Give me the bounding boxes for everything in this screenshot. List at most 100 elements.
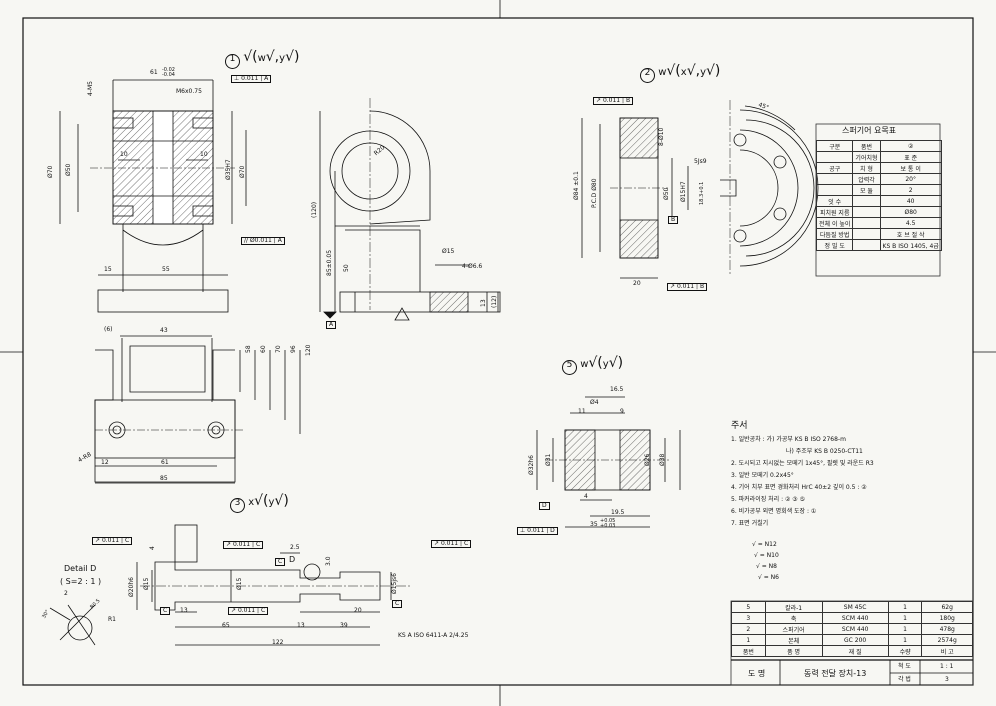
drawing-name: 동력 전달 장치-13 bbox=[804, 669, 867, 678]
dim-15-shaft-b: Ø15 bbox=[236, 577, 243, 590]
dim-58: 58 bbox=[245, 345, 252, 353]
view3-header: 3 x√(y√) bbox=[230, 494, 289, 513]
dim-13: 13 bbox=[480, 299, 487, 307]
fcf-collar: ⊥ 0.011 | D bbox=[517, 527, 558, 535]
dim-pcd: P.C.D Ø80 bbox=[591, 178, 598, 208]
title-label: 도 명 bbox=[748, 669, 766, 678]
dim-15h7: Ø15H7 bbox=[680, 181, 687, 202]
parts-cell: 품번 bbox=[731, 645, 766, 657]
parts-cell: 비 고 bbox=[921, 645, 973, 657]
dim-85-plan: 85 bbox=[160, 475, 168, 482]
roughness-line: √ = N12 bbox=[752, 541, 777, 548]
spur-table-cell: KS B ISO 1405, 4급 bbox=[879, 239, 942, 251]
dim-12-plan: 12 bbox=[101, 459, 109, 466]
parts-cell: 축 bbox=[764, 612, 823, 624]
spur-table-cell bbox=[852, 228, 881, 240]
parts-cell: 본체 bbox=[764, 634, 823, 646]
fcf-shaft-bottom: ↗ 0.011 | C bbox=[228, 607, 269, 615]
dim-13-left: 13 bbox=[180, 607, 188, 614]
parts-cell: 수량 bbox=[887, 645, 923, 657]
spur-table-cell: 다듬질 방법 bbox=[815, 228, 854, 240]
dim-61-plan: 61 bbox=[161, 459, 169, 466]
view2-header: 2 w√(x√,y√) bbox=[640, 64, 720, 83]
view1-number: 1 bbox=[225, 54, 240, 69]
detail-d-marker: D bbox=[289, 555, 296, 564]
dim-84: Ø84 ±0.1 bbox=[573, 171, 580, 200]
view5-finish-y: y bbox=[602, 359, 609, 370]
spur-table-cell: 2 bbox=[879, 184, 942, 196]
dim-61-tol: -0.02 -0.04 bbox=[162, 67, 175, 78]
view1-finish-y: y bbox=[279, 53, 286, 64]
spur-table-cell: 기어치형 bbox=[852, 151, 881, 163]
dim-13-shaft: 13 bbox=[297, 622, 305, 629]
view5-number: 5 bbox=[562, 360, 577, 375]
dim-120-plan: 120 bbox=[305, 344, 312, 356]
dim-11: 11 bbox=[578, 408, 586, 415]
spur-table-cell: 표 준 bbox=[879, 151, 942, 163]
view3-finish-y: y bbox=[268, 497, 275, 508]
parts-cell: 2574g bbox=[921, 634, 973, 646]
parts-cell: 180g bbox=[921, 612, 973, 624]
spur-table-cell: 압력각 bbox=[852, 173, 881, 185]
spur-table-cell: 잇 수 bbox=[815, 195, 854, 207]
fcf-shaft-mid: ↗ 0.011 | C bbox=[223, 541, 264, 549]
spur-table-cell bbox=[852, 239, 881, 251]
dim-70-left: Ø70 bbox=[47, 165, 54, 178]
spur-table-cell: 전체 이 높이 bbox=[815, 217, 854, 229]
view1-header: 1 √(w√,y√) bbox=[225, 50, 299, 69]
spur-table-cell: 공구 bbox=[815, 162, 854, 174]
fcf-view1-top: ⊥ 0.011 | A bbox=[231, 75, 272, 83]
dim-3.0: 3.0 bbox=[325, 556, 332, 566]
spur-table-cell: Ø80 bbox=[879, 206, 942, 218]
dim-31: Ø31 bbox=[545, 453, 552, 466]
parts-cell: SM 45C bbox=[821, 601, 889, 613]
spur-table-cell bbox=[815, 173, 854, 185]
view2-finish-x: x bbox=[680, 67, 687, 78]
gear-section-view bbox=[581, 117, 689, 279]
dim-15-side: Ø15 bbox=[442, 248, 455, 255]
housing-side-view bbox=[319, 98, 501, 321]
notes-title: 주서 bbox=[731, 421, 748, 431]
dim-4-collar-bottom: 4 bbox=[584, 493, 588, 500]
dim-60: 60 bbox=[260, 345, 267, 353]
dim-15js6: Ø15js6 bbox=[391, 573, 398, 594]
dim-4-collar: Ø4 bbox=[590, 399, 599, 406]
dim-15-shaft-a: Ø15 bbox=[143, 577, 150, 590]
dim-12: (12) bbox=[491, 295, 498, 308]
parts-cell: 1 bbox=[887, 612, 923, 624]
view3-finish-x: x bbox=[248, 497, 255, 508]
dim-50-gear: Ø50 bbox=[663, 187, 670, 200]
roughness-line: √ = N6 bbox=[758, 574, 779, 581]
dim-4m5-left: 4-M5 bbox=[87, 81, 94, 96]
parts-cell: 품 명 bbox=[764, 645, 823, 657]
spur-table-cell bbox=[852, 206, 881, 218]
note-line: 7. 표면 거칠기 bbox=[731, 520, 769, 527]
fcf-shaft-right: ↗ 0.011 | C bbox=[431, 540, 472, 548]
note-line: 6. 비가공부 외면 명회색 도장 : ① bbox=[731, 508, 817, 515]
spur-table-title: 스퍼기어 요목표 bbox=[842, 126, 897, 135]
dim-122: 122 bbox=[272, 639, 284, 646]
parts-cell: SCM 440 bbox=[821, 612, 889, 624]
sheet-border bbox=[22, 17, 974, 686]
note-line: 3. 일반 모떼기 0.2x45° bbox=[731, 472, 794, 479]
parts-cell: 재 질 bbox=[821, 645, 889, 657]
spur-table-cell: 40 bbox=[879, 195, 942, 207]
scale-label: 척 도 bbox=[898, 663, 911, 670]
dim-m6: M6x0.75 bbox=[176, 88, 202, 95]
dim-65: 65 bbox=[222, 622, 230, 629]
dim-43: 43 bbox=[160, 327, 168, 334]
dim-15: 15 bbox=[104, 266, 112, 273]
note-line: 4. 기어 치부 표면 경화처리 HrC 40±2 깊이 0.5 : ② bbox=[731, 484, 867, 491]
note-line: 5. 파커라이징 처리 : ② ③ ⑤ bbox=[731, 496, 805, 503]
spur-table-cell: 보 통 이 bbox=[879, 162, 942, 174]
dim-70-plan: 70 bbox=[275, 345, 282, 353]
parts-cell: 5 bbox=[731, 601, 766, 613]
fcf-gear-top: ↗ 0.011 | B bbox=[593, 97, 634, 105]
